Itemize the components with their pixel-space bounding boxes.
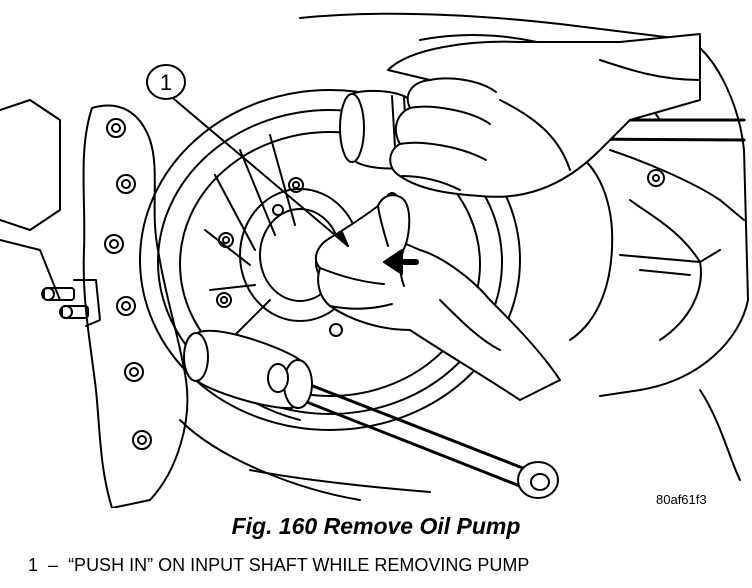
legend-separator: – — [48, 555, 59, 575]
legend-text: “PUSH IN” ON INPUT SHAFT WHILE REMOVING … — [68, 555, 530, 575]
pump-housing-rings — [139, 89, 521, 431]
callout-circle: 1 — [146, 64, 186, 100]
mounting-studs — [41, 279, 101, 327]
legend-number: 1 — [28, 555, 39, 575]
figure-caption: Fig. 160 Remove Oil Pump — [231, 513, 521, 539]
lower-hand — [314, 194, 561, 401]
technical-illustration — [0, 12, 749, 508]
upper-hand — [387, 33, 701, 198]
push-arrow — [383, 249, 419, 275]
lower-slide-hammer — [183, 329, 559, 499]
bellhousing-flange — [82, 104, 189, 508]
figure-code: 80af61f3 — [656, 492, 707, 507]
callout-number: 1 — [160, 70, 172, 95]
callout-leader — [167, 93, 349, 247]
legend-item: 1 – “PUSH IN” ON INPUT SHAFT WHILE REMOV… — [28, 553, 529, 577]
